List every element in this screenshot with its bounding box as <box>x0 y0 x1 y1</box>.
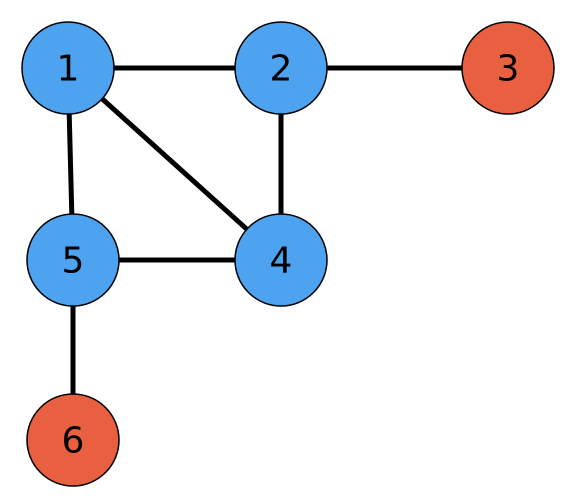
node-circle-1 <box>21 21 115 115</box>
node-label-5: 5 <box>62 241 85 282</box>
node-label-4: 4 <box>270 241 293 282</box>
node-label-1: 1 <box>57 49 80 90</box>
node-5: 5 <box>26 213 120 307</box>
node-circle-5 <box>26 213 120 307</box>
node-label-3: 3 <box>497 49 520 90</box>
nodes-layer: 1 2 3 4 5 6 <box>21 21 555 487</box>
node-label-6: 6 <box>62 421 85 462</box>
node-label-2: 2 <box>270 49 293 90</box>
node-3: 3 <box>461 21 555 115</box>
node-circle-2 <box>234 21 328 115</box>
node-circle-6 <box>26 393 120 487</box>
edge-1-4 <box>66 66 283 262</box>
node-6: 6 <box>26 393 120 487</box>
node-circle-3 <box>461 21 555 115</box>
node-circle-4 <box>234 213 328 307</box>
node-1: 1 <box>21 21 115 115</box>
node-4: 4 <box>234 213 328 307</box>
node-2: 2 <box>234 21 328 115</box>
